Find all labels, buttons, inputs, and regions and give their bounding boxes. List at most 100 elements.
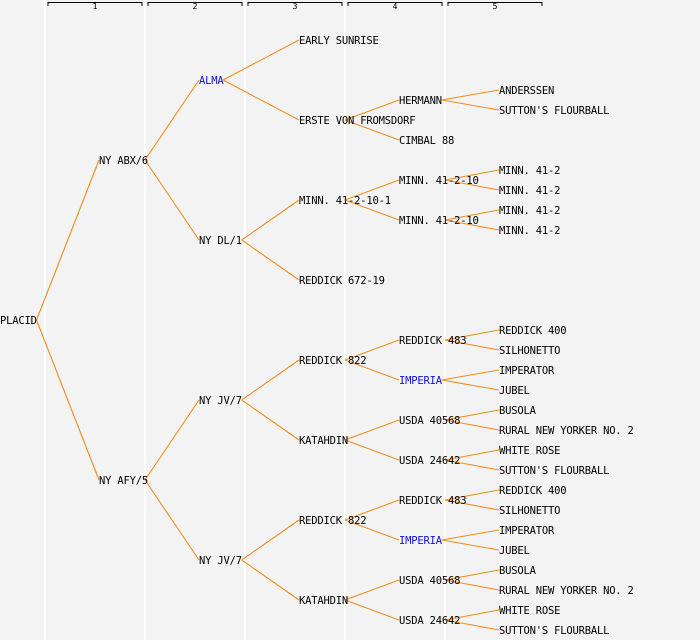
pedigree-node-link[interactable]: ALMA [199,75,225,87]
pedigree-node: KATAHDIN [299,435,348,447]
pedigree-node-link[interactable]: IMPERIA [399,375,443,387]
pedigree-edge [441,89,500,101]
pedigree-node: EARLY SUNRISE [299,35,379,47]
generation-bracket [447,2,543,6]
pedigree-node: NY ABX/6 [99,155,148,167]
pedigree-edge [344,519,400,541]
pedigree-node: REDDICK 483 [399,335,466,347]
generation-number: 2 [193,2,198,11]
pedigree-edge [241,519,300,561]
pedigree-edge [144,159,200,241]
pedigree-node: JUBEL [499,385,530,397]
pedigree-edge [344,119,400,141]
column-separators [44,0,446,640]
pedigree-node: REDDICK 822 [299,355,366,367]
pedigree-edge [344,499,400,521]
pedigree-node: MINN. 41-2-10-1 [299,195,391,207]
pedigree-node: IMPERATOR [499,365,555,377]
pedigree-node-link[interactable]: IMPERIA [399,535,443,547]
pedigree-node: MINN. 41-2 [499,165,560,177]
pedigree-node: USDA 40568 [399,415,460,427]
pedigree-edge [241,199,300,241]
pedigree-edge [344,579,400,601]
pedigree-node: WHITE ROSE [499,605,560,617]
pedigree-node: USDA 24642 [399,615,460,627]
pedigree-edge [444,419,500,431]
pedigree-edge [441,539,500,551]
pedigree-edge [144,479,200,561]
pedigree-node: NY JV/7 [199,555,242,567]
pedigree-node: BUSOLA [499,405,537,417]
pedigree-edge [344,599,400,621]
generation-bracket [147,2,243,6]
pedigree-node: MINN. 41-2-10 [399,175,479,187]
pedigree-edge [344,439,400,461]
pedigree-edge [241,359,300,401]
pedigree-node: USDA 24642 [399,455,460,467]
pedigree-edge [222,39,300,81]
generation-number: 1 [93,2,98,11]
pedigree-edge [241,239,300,281]
pedigree-edge [441,369,500,381]
pedigree-edge [444,329,500,341]
pedigree-edge [444,339,500,351]
pedigree-node: MINN. 41-2 [499,225,560,237]
pedigree-node: HERMANN [399,95,442,107]
pedigree-node: JUBEL [499,545,530,557]
pedigree-node: REDDICK 822 [299,515,366,527]
pedigree-edge [444,179,500,191]
pedigree-edge [344,199,400,221]
pedigree-edge [144,399,200,481]
generation-number: 5 [493,2,498,11]
pedigree-edge [441,379,500,391]
pedigree-edge [344,419,400,441]
pedigree-node: CIMBAL 88 [399,135,454,147]
generation-bracket [247,2,343,6]
pedigree-node: SUTTON'S FLOURBALL [499,105,609,117]
pedigree-edge [344,99,400,121]
pedigree-edge [344,179,400,201]
pedigree-node: REDDICK 672-19 [299,275,385,287]
pedigree-node: BUSOLA [499,565,537,577]
pedigree-edge [441,99,500,111]
pedigree-node: IMPERATOR [499,525,555,537]
pedigree-edge [444,499,500,511]
pedigree-node: REDDICK 400 [499,325,566,337]
pedigree-edge [444,459,500,471]
pedigree-edge [444,219,500,231]
pedigree-edge [344,339,400,361]
generation-number: 3 [293,2,298,11]
pedigree-edge [444,449,500,461]
pedigree-edge [344,359,400,381]
pedigree-node: SILHONETTO [499,505,560,517]
pedigree-node: ANDERSSEN [499,85,554,97]
pedigree-node: KATAHDIN [299,595,348,607]
pedigree-edge [241,399,300,441]
pedigree-edge [35,319,100,481]
pedigree-edge [444,609,500,621]
pedigree-edge [222,79,300,121]
pedigree-node: MINN. 41-2 [499,185,560,197]
generation-header: 1 2 3 4 5 [47,2,543,11]
pedigree-edges [35,39,500,631]
pedigree-edge [444,409,500,421]
pedigree-node: USDA 40568 [399,575,460,587]
pedigree-node: PLACID [0,315,37,327]
pedigree-node: MINN. 41-2-10 [399,215,479,227]
pedigree-edge [444,619,500,631]
pedigree-edge [441,529,500,541]
pedigree-edge [444,489,500,501]
pedigree-node: REDDICK 400 [499,485,566,497]
pedigree-node: MINN. 41-2 [499,205,560,217]
pedigree-edge [444,169,500,181]
pedigree-edge [444,579,500,591]
pedigree-node: SUTTON'S FLOURBALL [499,625,609,637]
pedigree-edge [444,209,500,221]
pedigree-edge [35,159,100,321]
pedigree-node: ERSTE VON FROMSDORF [299,115,415,127]
pedigree-node: NY AFY/5 [99,475,148,487]
generation-number: 4 [393,2,398,11]
pedigree-node: NY JV/7 [199,395,242,407]
generation-bracket [347,2,443,6]
